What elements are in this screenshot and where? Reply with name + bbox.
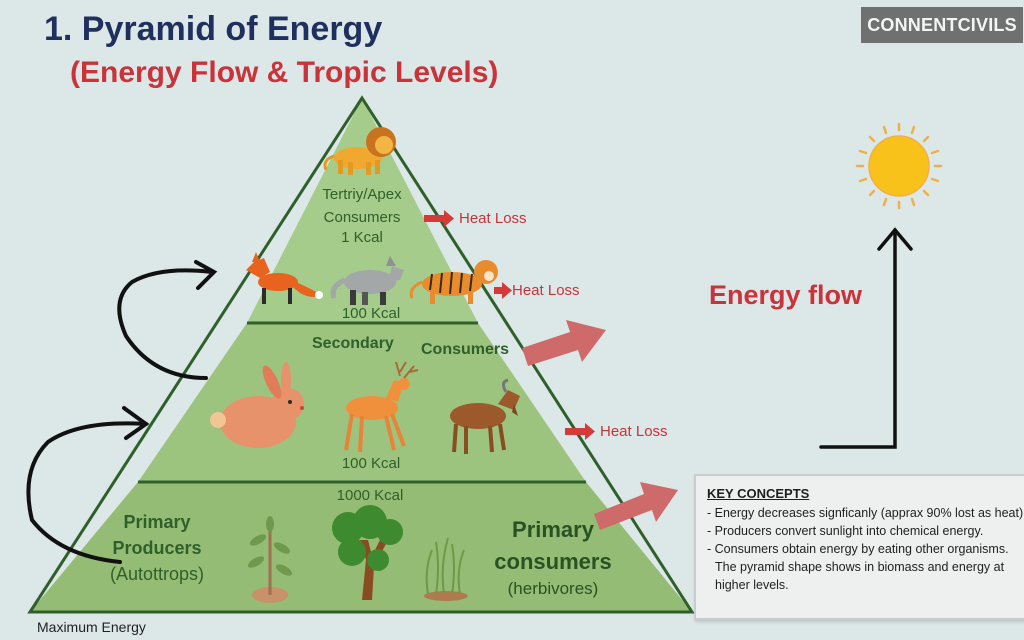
- page-title: 1. Pyramid of Energy: [44, 10, 383, 48]
- tertiary-label: Tertriy/Apex Consumers: [322, 186, 402, 226]
- key-concept-item: - Consumers obtain energy by eating othe…: [707, 542, 1009, 556]
- brand-badge: CONNENTCIVILS: [861, 7, 1023, 43]
- base-label: Maximum Energy: [37, 619, 146, 635]
- deer-icon: [344, 361, 419, 453]
- tier-tertiary: [247, 98, 478, 323]
- heat-loss-label: Heat Loss: [600, 423, 668, 440]
- key-concept-item: - Producers convert sunlight into chemic…: [707, 524, 984, 538]
- key-concept-item: - Energy decreases signficanly (apprax 9…: [707, 506, 1024, 520]
- seagrass-icon: [424, 537, 468, 601]
- heat-loss-arrow-icon: [494, 282, 512, 299]
- tree-icon: [332, 505, 403, 600]
- primary-energy: 1000 Kcal: [336, 487, 404, 504]
- energy-flow-arrow-icon: [819, 227, 913, 449]
- wolf-icon: [330, 256, 404, 305]
- secondary-label-right: Consumers: [421, 341, 510, 358]
- lion-icon: [323, 127, 396, 175]
- key-concepts-title: KEY CONCEPTS: [707, 486, 810, 501]
- heat-loss-label: Heat Loss: [512, 282, 580, 299]
- primary-producers-label: Primary Producers (Autottrops): [109, 512, 205, 584]
- page-subtitle: (Energy Flow & Tropic Levels): [70, 56, 499, 89]
- energy-transfer-arrow-icon: [594, 482, 678, 530]
- sapling-icon: [247, 516, 293, 603]
- primary-consumers-label: Primary consumers (herbivores): [494, 517, 612, 598]
- heat-loss-arrow-icon: [424, 210, 454, 227]
- upper-secondary-energy: 100 Kcal: [341, 305, 401, 322]
- key-concept-continuation: higher levels.: [715, 578, 789, 592]
- key-concept-continuation: The pyramid shape shows in biomass and e…: [715, 560, 1005, 574]
- rabbit-icon: [210, 362, 304, 448]
- sun-icon: [855, 122, 943, 210]
- tiger-icon: [409, 260, 498, 304]
- heat-loss-label: Heat Loss: [459, 210, 527, 227]
- goat-icon: [450, 378, 520, 454]
- energy-flow-label: Energy flow: [709, 280, 863, 310]
- secondary-label-left: Secondary: [312, 335, 394, 352]
- tertiary-energy: 1 Kcal: [341, 229, 383, 246]
- key-concepts-panel: KEY CONCEPTS - Energy decreases signfica…: [694, 474, 1024, 620]
- curved-flow-arrow-icon: [117, 260, 218, 380]
- curved-flow-arrow-icon: [26, 406, 150, 564]
- fox-icon: [246, 252, 323, 304]
- heat-loss-arrow-icon: [565, 423, 595, 440]
- energy-transfer-arrow-icon: [522, 320, 606, 366]
- secondary-energy: 100 Kcal: [341, 455, 401, 472]
